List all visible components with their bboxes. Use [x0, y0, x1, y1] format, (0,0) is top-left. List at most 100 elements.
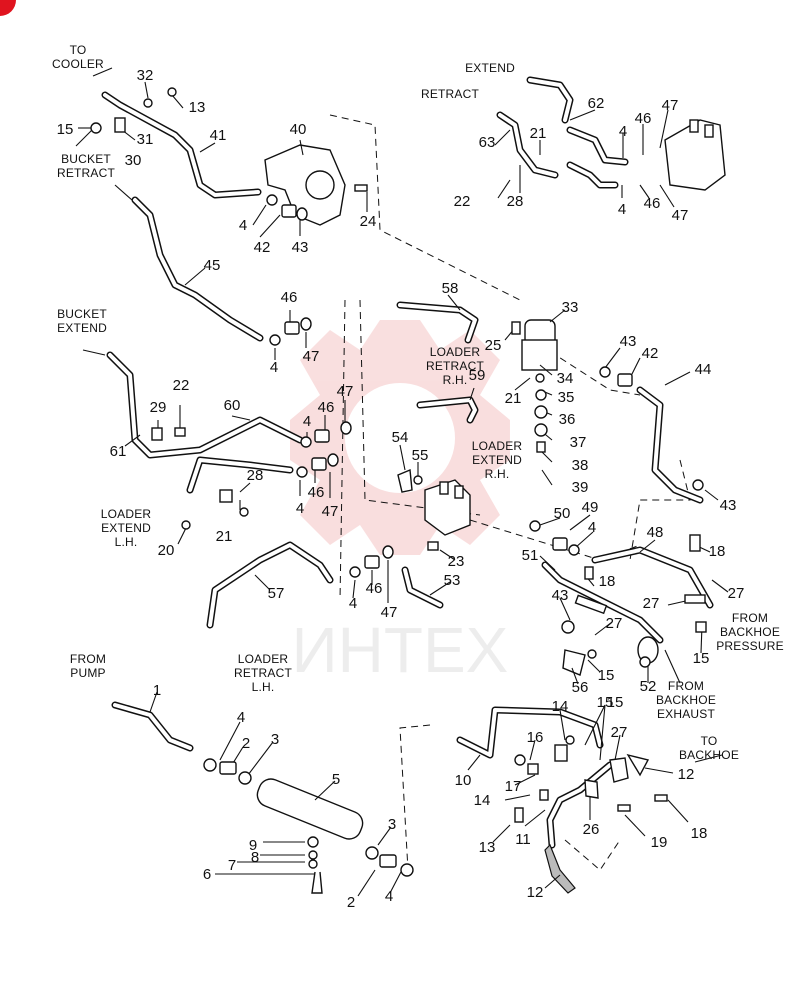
label-loader-retract-rh-line-3: R.H.	[443, 373, 468, 387]
diagram-labels: TOCOOLERBUCKETRETRACTBUCKETEXTENDEXTENDR…	[52, 43, 784, 762]
hose-12	[544, 843, 576, 894]
callout-58: 58	[442, 280, 459, 297]
callout-18: 18	[599, 573, 616, 590]
callout-61: 61	[110, 443, 127, 460]
callout-53: 53	[444, 572, 461, 589]
callout-29: 29	[150, 399, 167, 416]
callout-45: 45	[204, 257, 221, 274]
label-from-backhoe-exhaust-line-3: EXHAUST	[657, 707, 716, 721]
callout-46: 46	[308, 484, 325, 501]
callout-27: 27	[728, 585, 745, 602]
callout-6: 6	[203, 866, 211, 883]
callout-13: 13	[479, 839, 496, 856]
callout-20: 20	[158, 542, 175, 559]
callout-25: 25	[485, 337, 502, 354]
tee-56	[562, 649, 586, 676]
callout-46: 46	[644, 195, 661, 212]
callout-28: 28	[247, 467, 264, 484]
callout-34: 34	[557, 370, 574, 387]
label-from-pump-line-1: FROM	[70, 652, 106, 666]
callout-21: 21	[216, 528, 233, 545]
callout-4: 4	[296, 500, 304, 517]
label-loader-extend-lh-line-2: EXTEND	[101, 521, 151, 535]
callout-30: 30	[125, 152, 142, 169]
callout-7: 7	[228, 857, 236, 874]
callout-41: 41	[210, 127, 227, 144]
callout-4: 4	[303, 413, 311, 430]
callout-4: 4	[237, 709, 245, 726]
callout-46: 46	[635, 110, 652, 127]
callout-15: 15	[598, 667, 615, 684]
label-from-backhoe-pressure-line-3: PRESSURE	[716, 639, 784, 653]
callout-44: 44	[695, 361, 712, 378]
corner-mark	[0, 0, 16, 16]
callout-43: 43	[720, 497, 737, 514]
callout-11: 11	[515, 831, 531, 848]
callout-26: 26	[583, 821, 600, 838]
label-loader-extend-lh-line-3: L.H.	[115, 535, 138, 549]
callout-2: 2	[347, 894, 355, 911]
cooler-valve-40	[264, 144, 346, 226]
callout-54: 54	[392, 429, 409, 446]
callout-14: 14	[552, 698, 569, 715]
callout-47: 47	[337, 383, 354, 400]
callout-46: 46	[281, 289, 298, 306]
callout-24: 24	[360, 213, 377, 230]
callout-47: 47	[381, 604, 398, 621]
callout-43: 43	[552, 587, 569, 604]
label-loader-retract-lh-line-3: L.H.	[252, 680, 275, 694]
callout-23: 23	[448, 553, 465, 570]
components	[256, 119, 726, 894]
callout-16: 16	[527, 729, 544, 746]
label-from-backhoe-exhaust-line-1: FROM	[668, 679, 704, 693]
callout-57: 57	[268, 585, 285, 602]
label-loader-extend-lh-line-1: LOADER	[101, 507, 152, 521]
control-valve-block	[664, 119, 726, 191]
callout-8: 8	[251, 849, 259, 866]
callout-4: 4	[618, 201, 626, 218]
label-from-backhoe-exhaust-line-2: BACKHOE	[656, 693, 716, 707]
callout-59: 59	[469, 367, 486, 384]
callout-4: 4	[349, 595, 357, 612]
callout-5: 5	[332, 771, 340, 788]
callout-15: 15	[597, 694, 614, 711]
callout-38: 38	[572, 457, 589, 474]
label-retract-line-1: RETRACT	[421, 87, 480, 101]
callout-47: 47	[672, 207, 689, 224]
label-loader-retract-rh-line-1: LOADER	[430, 345, 481, 359]
callout-62: 62	[588, 95, 605, 112]
callout-13: 13	[189, 99, 206, 116]
label-to-backhoe-line-1: TO	[701, 734, 718, 748]
callout-39: 39	[572, 479, 589, 496]
callout-15: 15	[607, 694, 624, 711]
callout-35: 35	[558, 389, 575, 406]
label-to-cooler-line-1: TO	[70, 43, 87, 57]
callout-4: 4	[385, 888, 393, 905]
callout-17: 17	[505, 778, 522, 795]
label-extend-line-1: EXTEND	[465, 61, 515, 75]
callout-27: 27	[606, 615, 623, 632]
label-loader-retract-lh-line-1: LOADER	[238, 652, 289, 666]
filter-5	[256, 778, 364, 840]
callout-22: 22	[173, 377, 190, 394]
callout-31: 31	[137, 131, 154, 148]
callout-36: 36	[559, 411, 576, 428]
callout-63: 63	[479, 134, 496, 151]
watermark-text: ИНТЕХ	[292, 614, 509, 686]
label-bucket-retract-line-2: RETRACT	[57, 166, 116, 180]
callout-42: 42	[642, 345, 659, 362]
label-loader-retract-lh-line-2: RETRACT	[234, 666, 293, 680]
label-from-backhoe-pressure-line-1: FROM	[732, 611, 768, 625]
callout-60: 60	[224, 397, 241, 414]
callout-12: 12	[678, 766, 695, 783]
callout-42: 42	[254, 239, 271, 256]
callout-21: 21	[505, 390, 522, 407]
callout-49: 49	[582, 499, 599, 516]
callout-55: 55	[412, 447, 429, 464]
callout-4: 4	[239, 217, 247, 234]
callout-48: 48	[647, 524, 664, 541]
callout-19: 19	[651, 834, 668, 851]
callout-4: 4	[588, 519, 596, 536]
